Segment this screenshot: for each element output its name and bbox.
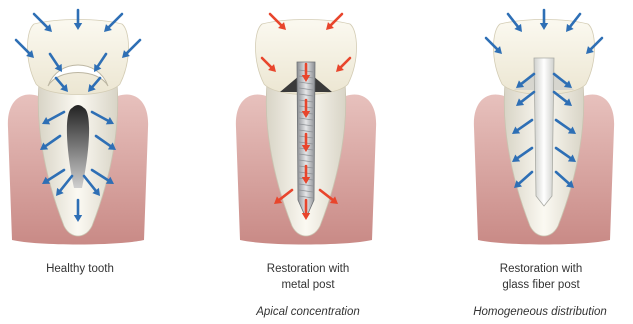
caption-line: Healthy tooth bbox=[0, 261, 165, 277]
tooth-crown bbox=[28, 20, 129, 95]
arrow-shaft bbox=[16, 40, 29, 53]
caption-line: glass fiber post bbox=[456, 277, 626, 293]
figure-healthy-tooth bbox=[8, 10, 148, 245]
subcaption-apical-concentration: Apical concentration bbox=[208, 306, 408, 318]
caption-line: Restoration with bbox=[456, 261, 626, 277]
figure-fiber-post bbox=[474, 10, 614, 245]
caption-healthy-tooth: Healthy tooth bbox=[0, 261, 165, 277]
figure-metal-post bbox=[236, 14, 376, 245]
subcaption-homogeneous-distribution: Homogeneous distribution bbox=[440, 306, 633, 318]
caption-line: Restoration with bbox=[223, 261, 393, 277]
caption-metal-post: Restoration with metal post bbox=[223, 261, 393, 293]
caption-fiber-post: Restoration with glass fiber post bbox=[456, 261, 626, 293]
fiber-post-icon bbox=[534, 58, 554, 206]
arrow-shaft bbox=[127, 40, 140, 53]
caption-line: metal post bbox=[223, 277, 393, 293]
